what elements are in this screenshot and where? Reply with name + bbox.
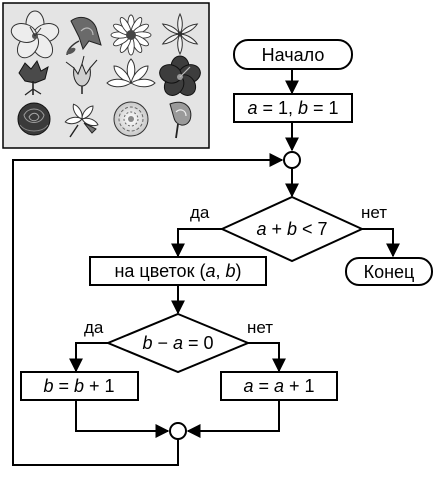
arrow-cond1-yes [171,228,222,258]
arrow-cond2-yes [69,342,108,373]
init-eq1: = 1, [257,98,298,118]
cond2-no-label: нет [247,318,273,337]
calla-flower [169,101,192,139]
action-var-b: b [225,261,235,281]
assign-b-var1: b [43,376,53,396]
bottom-merge-connector [169,422,187,440]
init-var-a: a [247,98,257,118]
hibiscus-dark-flower [159,55,201,96]
carnation-flower [18,59,49,96]
flowers-panel [2,2,210,149]
rose-flower [17,102,51,136]
cond1-plus: + [266,219,287,239]
cond1-var-b: b [287,219,297,239]
arrow-cond1-no [362,228,400,258]
action-var-a: a [205,261,215,281]
assign-b-label: b = b + 1 [43,376,114,396]
start-label: Начало [262,45,325,65]
action-comma: , [215,261,225,281]
cond1-diamond [219,195,365,263]
end-terminal [345,257,433,286]
daisy-flower [110,14,152,56]
cond2-var-b: b [142,333,152,353]
assign-b-block [20,371,139,401]
peony-flower [113,101,149,137]
assign-a-var2: a [274,376,284,396]
cond2-minus: − [152,333,173,353]
assign-a-var1: a [243,376,253,396]
assign-a-rest: + 1 [284,376,315,396]
cond2-var-a: a [173,333,183,353]
init-label: a = 1, b = 1 [247,98,338,118]
assign-a-block [220,371,338,401]
arrow-assign-a-to-merge [186,400,280,438]
cond2-diamond [105,312,251,374]
daffodil-flower [64,103,99,138]
tulip-flower [65,55,98,94]
action-block [89,256,267,286]
cond1-var-a: a [256,219,266,239]
assign-b-eq: = [53,376,74,396]
cond1-label: a + b < 7 [256,219,327,239]
arrow-cond2-no [248,342,286,373]
cond2-yes-label: да [84,318,104,337]
assign-b-var2: b [74,376,84,396]
bell-flower [66,16,102,56]
arrow-loop-back [12,153,284,466]
lotus-flower [106,58,156,88]
assign-a-eq: = [253,376,274,396]
hibiscus-flower [10,10,60,59]
cond2-label: b − a = 0 [142,333,213,353]
cond2-rest: = 0 [183,333,214,353]
init-var-b: b [298,98,308,118]
init-eq2: = 1 [308,98,339,118]
lily-flower [161,12,199,56]
top-merge-connector [283,151,301,169]
assign-a-label: a = a + 1 [243,376,314,396]
cond1-yes-label: да [190,203,210,222]
cond1-no-label: нет [361,203,387,222]
init-block [233,93,353,123]
end-label: Конец [364,262,415,282]
arrow-assign-b-to-merge [75,400,170,438]
cond1-rest: < 7 [297,219,328,239]
assign-b-rest: + 1 [84,376,115,396]
action-post: ) [236,261,242,281]
action-label: на цветок (a, b) [114,261,241,281]
action-pre: на цветок ( [114,261,205,281]
